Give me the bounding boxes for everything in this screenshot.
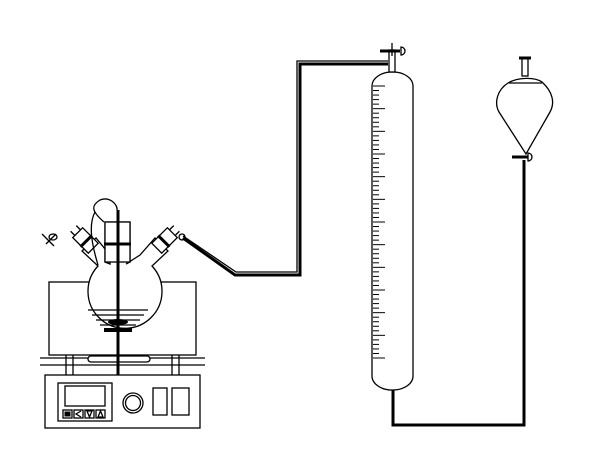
switch-left	[152, 387, 168, 416]
burette-graduations	[373, 85, 385, 359]
balloon	[93, 198, 118, 223]
display-screen	[64, 385, 106, 407]
gas-burette	[371, 43, 414, 391]
control-knob	[122, 392, 144, 414]
control-panel	[57, 382, 113, 422]
leveling-funnel	[496, 56, 554, 162]
water-tube	[391, 160, 526, 427]
gas-tube	[182, 60, 388, 277]
control-buttons	[62, 409, 106, 419]
switch-right	[171, 387, 190, 416]
three-neck-flask	[41, 198, 186, 375]
